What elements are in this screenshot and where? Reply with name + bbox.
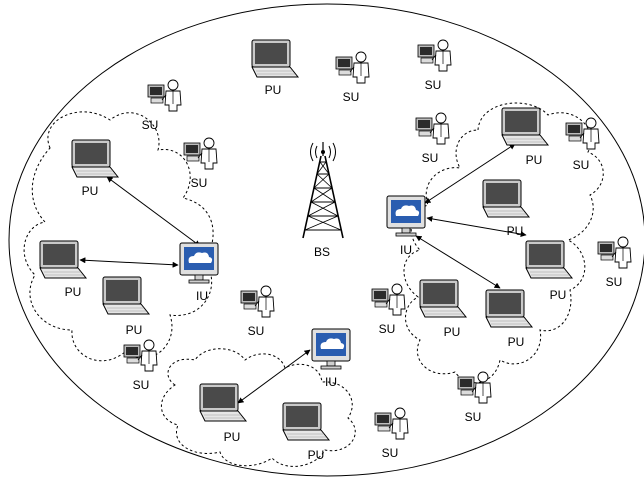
pu-laptop-icon bbox=[501, 107, 549, 146]
su-user-icon bbox=[565, 117, 600, 150]
su-user-icon bbox=[417, 39, 452, 72]
pu-label: PU bbox=[65, 285, 82, 299]
pu-label: PU bbox=[82, 184, 99, 198]
pu-laptop-icon bbox=[282, 402, 330, 441]
su-user-icon bbox=[457, 371, 492, 404]
su-label: SU bbox=[191, 176, 208, 190]
link-pu-iu-bottom bbox=[237, 349, 311, 404]
cluster-cloud-left bbox=[23, 111, 214, 362]
su-user-icon bbox=[597, 236, 632, 269]
su-label: SU bbox=[142, 118, 159, 132]
pu-laptop-icon bbox=[485, 289, 533, 328]
pu-label: PU bbox=[526, 153, 543, 167]
base-station-tower-icon bbox=[302, 142, 344, 239]
bs-label: BS bbox=[314, 245, 330, 259]
iu-label: IU bbox=[325, 375, 337, 389]
pu-label: PU bbox=[265, 83, 282, 97]
su-label: SU bbox=[465, 410, 482, 424]
su-user-icon bbox=[147, 79, 182, 112]
link-pu-iu-left-mid bbox=[79, 257, 179, 268]
link-pu-iu-left-top bbox=[106, 176, 201, 247]
pu-laptop-icon bbox=[419, 279, 467, 318]
pu-laptop-icon bbox=[251, 39, 299, 78]
su-label: SU bbox=[425, 78, 442, 92]
iu-label: IU bbox=[400, 243, 412, 257]
pu-laptop-icon bbox=[525, 240, 573, 279]
su-user-icon bbox=[123, 339, 158, 372]
su-label: SU bbox=[133, 378, 150, 392]
iu-monitor-icon bbox=[179, 242, 219, 284]
cluster-cloud-right bbox=[403, 102, 604, 384]
pu-laptop-icon bbox=[39, 240, 87, 279]
su-label: SU bbox=[343, 90, 360, 104]
su-user-icon bbox=[374, 407, 409, 440]
su-label: SU bbox=[248, 324, 265, 338]
link-iu-pu-right-low bbox=[415, 235, 501, 289]
pu-laptop-icon bbox=[102, 276, 150, 315]
pu-laptop-icon bbox=[482, 179, 530, 218]
iu-monitor-icon bbox=[386, 195, 426, 237]
su-label: SU bbox=[382, 446, 399, 460]
pu-label: PU bbox=[308, 448, 325, 462]
su-user-icon bbox=[371, 283, 406, 316]
link-iu-pu-right-top bbox=[424, 143, 516, 204]
su-user-icon bbox=[335, 51, 370, 84]
pu-label: PU bbox=[550, 288, 567, 302]
su-label: SU bbox=[573, 158, 590, 172]
pu-label: PU bbox=[508, 335, 525, 349]
su-user-icon bbox=[183, 137, 218, 170]
su-label: SU bbox=[379, 322, 396, 336]
pu-laptop-icon bbox=[71, 139, 119, 178]
link-iu-pu-right-mid bbox=[426, 215, 527, 238]
pu-label: PU bbox=[224, 430, 241, 444]
pu-label: PU bbox=[444, 325, 461, 339]
su-label: SU bbox=[422, 151, 439, 165]
iu-monitor-icon bbox=[311, 328, 351, 370]
pu-label: PU bbox=[507, 224, 524, 238]
su-user-icon bbox=[415, 112, 450, 145]
cluster-cloud-bottom bbox=[160, 348, 356, 467]
coverage-area bbox=[8, 3, 644, 477]
su-label: SU bbox=[606, 275, 623, 289]
pu-label: PU bbox=[126, 323, 143, 337]
iu-label: IU bbox=[196, 289, 208, 303]
su-user-icon bbox=[240, 285, 275, 318]
